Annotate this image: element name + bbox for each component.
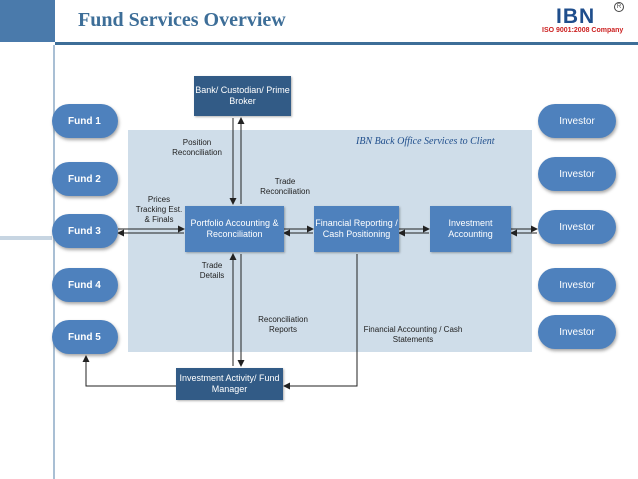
left-divider <box>53 45 55 479</box>
investor-4: Investor <box>538 268 616 302</box>
registered-mark: R <box>614 2 624 12</box>
header-bar <box>0 0 638 46</box>
company-logo: IBN <box>556 5 596 28</box>
label-trade-reconciliation: Trade Reconciliation <box>260 177 310 196</box>
header-accent-band <box>0 0 55 42</box>
investor-5: Investor <box>538 315 616 349</box>
fund-5: Fund 5 <box>52 320 118 354</box>
investor-2: Investor <box>538 157 616 191</box>
fund-3: Fund 3 <box>52 214 118 248</box>
investor-3: Investor <box>538 210 616 244</box>
panel-title: IBN Back Office Services to Client <box>356 136 495 147</box>
financial-reporting-box: Financial Reporting / Cash Positioning <box>314 206 399 252</box>
connector-manager-fund5 <box>82 355 176 387</box>
label-financial-statements: Financial Accounting / Cash Statements <box>363 325 463 344</box>
label-position-reconciliation: Position Reconciliation <box>172 138 222 157</box>
page-title: Fund Services Overview <box>78 9 286 31</box>
iso-certification: ISO 9001:2008 Company <box>542 27 624 34</box>
fund-1: Fund 1 <box>52 104 118 138</box>
bank-custodian-box: Bank/ Custodian/ Prime Broker <box>194 76 291 116</box>
fund-4: Fund 4 <box>52 268 118 302</box>
fund-2: Fund 2 <box>52 162 118 196</box>
label-reconciliation-reports: Reconciliation Reports <box>258 315 308 334</box>
investment-accounting-box: Investment Accounting <box>430 206 511 252</box>
label-prices: Prices Tracking Est. & Finals <box>135 195 183 224</box>
portfolio-accounting-box: Portfolio Accounting & Reconciliation <box>185 206 284 252</box>
left-stub-decoration <box>0 236 52 240</box>
connector-statements <box>283 254 358 390</box>
header-divider <box>55 42 638 45</box>
label-trade-details: Trade Details <box>199 261 225 280</box>
investor-1: Investor <box>538 104 616 138</box>
fund-manager-box: Investment Activity/ Fund Manager <box>176 368 283 400</box>
